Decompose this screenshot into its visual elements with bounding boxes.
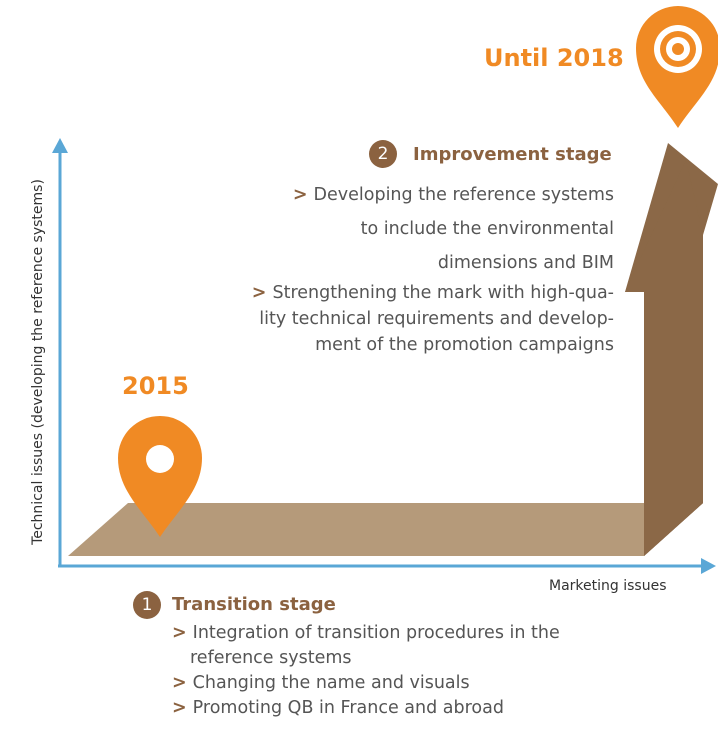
stage1-number-badge: 1 — [133, 591, 161, 619]
milestone-end-label: Until 2018 — [484, 44, 624, 72]
floor-plane — [68, 503, 703, 556]
bullet-icon: > — [172, 673, 187, 693]
stage2-item: >Strengthening the mark with high-qua- l… — [251, 283, 614, 355]
bullet-icon: > — [172, 698, 187, 718]
x-axis-arrowhead — [701, 558, 716, 574]
pin-2015-icon — [118, 416, 202, 537]
stage1-item: >Changing the name and visuals — [172, 673, 470, 693]
x-axis-label: Marketing issues — [549, 578, 667, 594]
stage2-description: >Developing the reference systems to inc… — [144, 178, 614, 358]
target-pin-icon — [636, 6, 718, 128]
stage1-description: >Integration of transition procedures in… — [172, 621, 642, 721]
stage2-title: Improvement stage — [413, 144, 612, 165]
upward-arrow-face — [625, 160, 703, 556]
stage2-item: >Developing the reference systems to inc… — [292, 185, 614, 273]
y-axis-label: Technical issues (developing the referen… — [30, 179, 46, 545]
stage1-item: >Integration of transition procedures in… — [172, 623, 560, 668]
milestone-start-label: 2015 — [122, 372, 189, 400]
bullet-icon: > — [172, 623, 187, 643]
stage1-item: >Promoting QB in France and abroad — [172, 698, 504, 718]
stage1-title: Transition stage — [172, 594, 336, 615]
bullet-icon: > — [292, 185, 308, 205]
stage2-number-badge: 2 — [369, 140, 397, 168]
y-axis-arrowhead — [52, 138, 68, 153]
bullet-icon: > — [251, 283, 267, 303]
